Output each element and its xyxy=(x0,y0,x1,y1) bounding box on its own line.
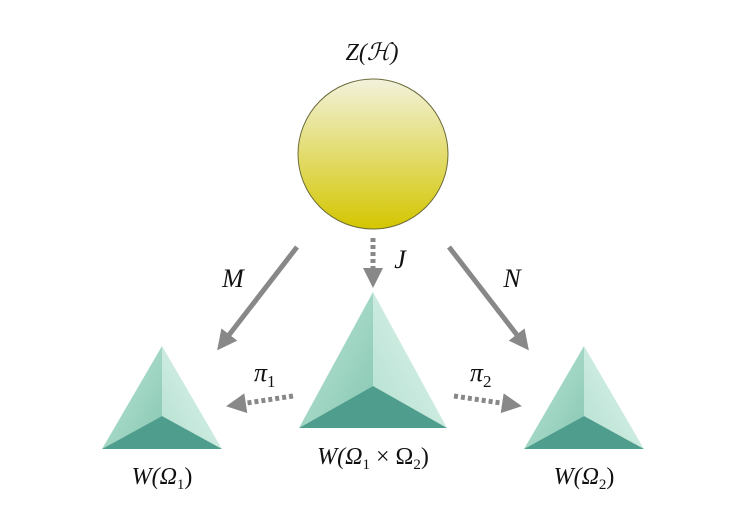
pyramid-right xyxy=(524,346,644,449)
arrow-m xyxy=(217,245,299,351)
z-label: Z(ℋ) xyxy=(345,40,398,66)
label-pi2: π2 xyxy=(470,358,492,391)
arrow-pi1 xyxy=(226,393,294,414)
label-pi1: π1 xyxy=(254,358,276,391)
z-sphere xyxy=(297,78,449,230)
pyramid-left xyxy=(102,346,222,449)
w-right-label: W(Ω2) xyxy=(554,464,615,493)
label-m: M xyxy=(221,264,245,293)
label-n: N xyxy=(502,264,522,293)
w-center-label: W(Ω1 × Ω2) xyxy=(317,444,429,473)
pyramid-center xyxy=(299,292,447,428)
arrow-n xyxy=(447,245,529,351)
arrow-pi2 xyxy=(453,393,522,414)
w-left-label: W(Ω1) xyxy=(132,464,193,493)
label-j: J xyxy=(394,245,407,274)
